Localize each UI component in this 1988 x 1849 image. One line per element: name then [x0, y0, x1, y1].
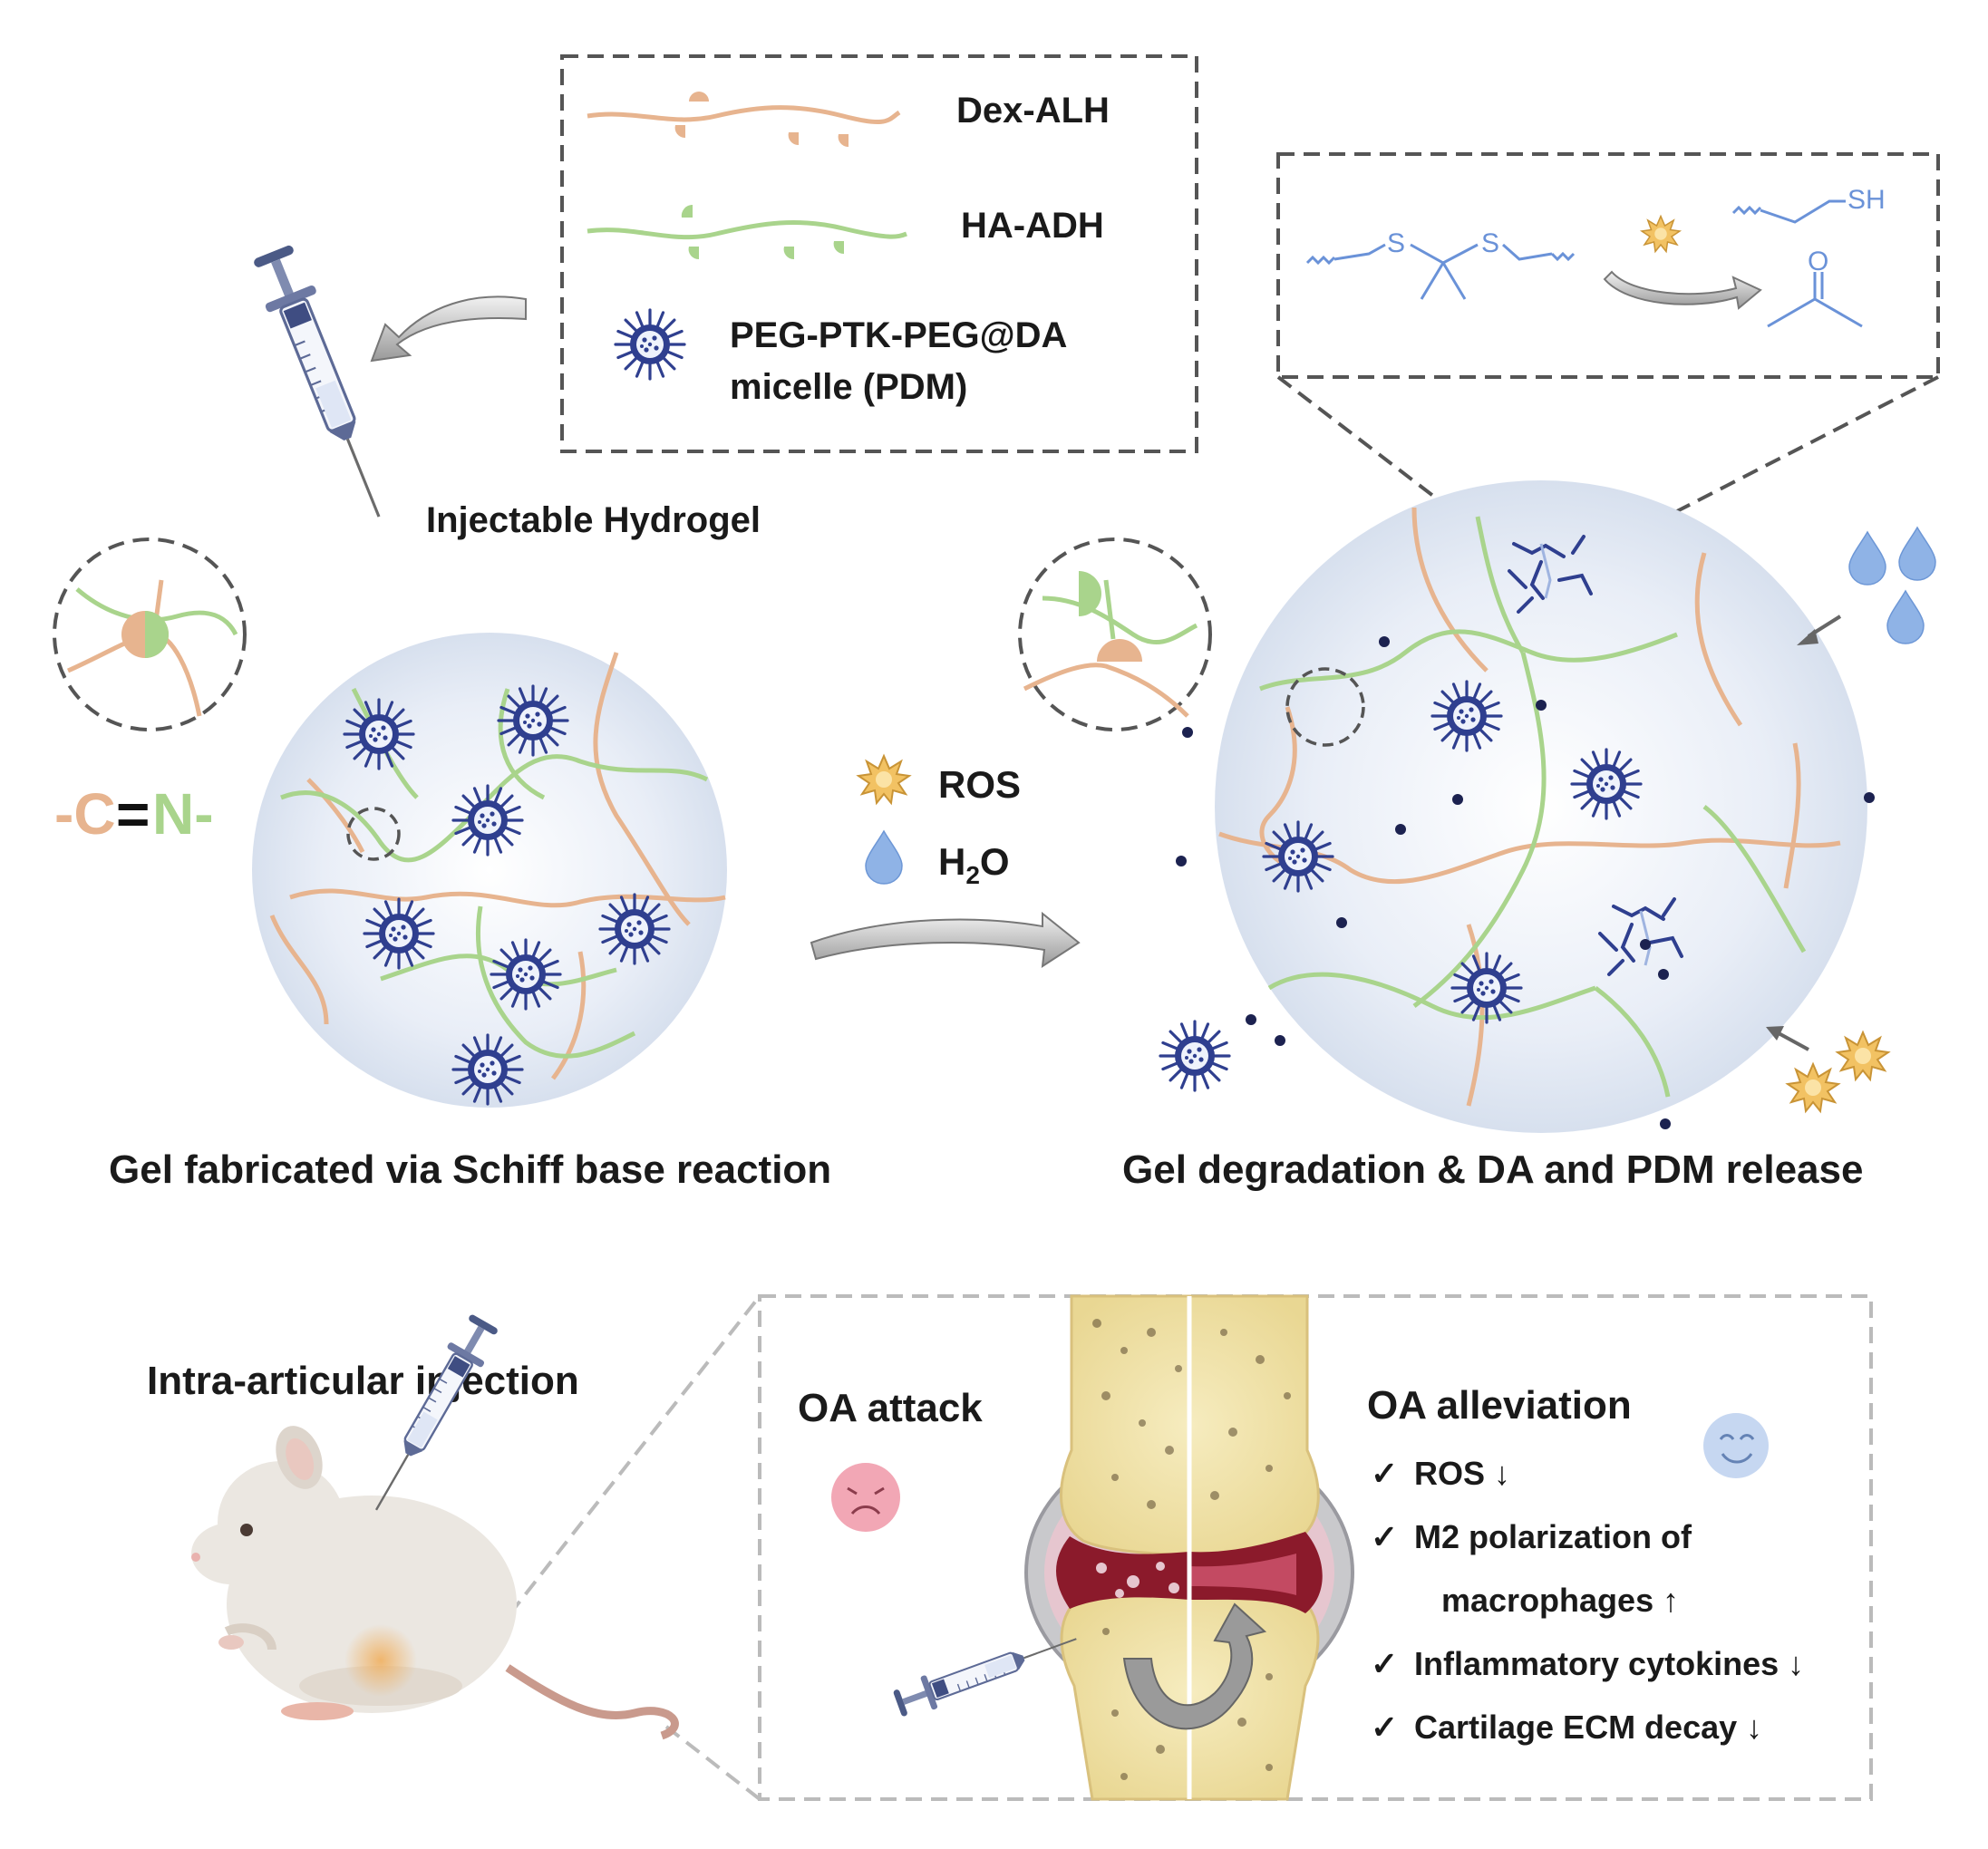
water-drop-icon — [1848, 531, 1886, 586]
outcome-check-1: ✓ — [1371, 1455, 1398, 1492]
happy-face-icon — [1703, 1413, 1769, 1478]
reaction-arrow-icon — [1603, 270, 1762, 310]
hydrogel-network-left — [252, 633, 727, 1108]
outcome-item-3: macrophages ↑ — [1441, 1582, 1679, 1619]
ros-burst-icon — [1837, 1031, 1889, 1080]
rat-illustration — [191, 1426, 679, 1740]
sad-face-icon — [831, 1463, 900, 1532]
imine-zoom-circle — [53, 537, 247, 731]
degraded-link-zoom-circle — [1018, 537, 1212, 731]
chemistry-box: S S SH O — [1276, 152, 1940, 379]
joint-zoom-box — [758, 1294, 1873, 1801]
intra-articular-label: Intra-articular injection — [147, 1359, 579, 1403]
h2o-label: H2O — [938, 840, 1010, 889]
oa-attack-label: OA attack — [798, 1386, 983, 1430]
water-drop-icon — [1886, 590, 1925, 644]
outcome-item-2: M2 polarization of — [1414, 1518, 1692, 1555]
legend-box: Dex-ALH HA-ADH PEG-PTK-PEG@DA micelle (P… — [560, 54, 1198, 453]
thiol-label: SH — [1847, 185, 1886, 215]
legend-pdm-line1: PEG-PTK-PEG@DA — [730, 315, 1067, 355]
released-drug-dots — [1176, 727, 1875, 1129]
ha-adh-strand-icon — [587, 204, 907, 260]
legend-pdm-line2: micelle (PDM) — [730, 367, 967, 407]
ros-burst-icon — [1787, 1063, 1839, 1112]
curved-arrow-icon — [370, 295, 527, 363]
outcome-check-5: ✓ — [1371, 1709, 1398, 1746]
released-micelle-icon — [1159, 1020, 1231, 1092]
sulfur-label-2: S — [1481, 228, 1499, 258]
gel-fabricated-caption: Gel fabricated via Schiff base reaction — [109, 1147, 831, 1192]
imine-double-bond-label: = — [116, 781, 150, 847]
water-drop-icon — [865, 830, 903, 885]
imine-n-label: N- — [152, 781, 214, 847]
oa-alleviation-label: OA alleviation — [1367, 1383, 1632, 1428]
arrow-ros-in-icon — [1766, 1026, 1809, 1051]
gel-degradation-caption: Gel degradation & DA and PDM release — [1122, 1147, 1863, 1192]
hydrogel-network-right — [1215, 480, 1867, 1133]
knee-joint-illustration — [1024, 1294, 1354, 1801]
legend-ha-adh-label: HA-ADH — [961, 206, 1104, 246]
sulfur-label-1: S — [1387, 228, 1405, 258]
injectable-hydrogel-label: Injectable Hydrogel — [426, 500, 761, 540]
process-arrow-icon — [810, 911, 1081, 968]
outcome-item-1: ROS ↓ — [1414, 1455, 1510, 1492]
oxygen-label: O — [1808, 247, 1828, 276]
outcome-check-4: ✓ — [1371, 1645, 1398, 1682]
micelle-icon — [614, 308, 686, 381]
outcome-item-5: Cartilage ECM decay ↓ — [1414, 1709, 1762, 1746]
outcome-item-4: Inflammatory cytokines ↓ — [1414, 1645, 1804, 1682]
outcome-check-2: ✓ — [1371, 1518, 1398, 1555]
legend-dex-alh-label: Dex-ALH — [956, 91, 1110, 131]
arrow-water-in-icon — [1797, 615, 1842, 645]
water-drop-icon — [1898, 527, 1936, 581]
ros-burst-icon — [858, 755, 910, 804]
ros-burst-icon — [1641, 215, 1681, 253]
dex-alh-strand-icon — [587, 92, 901, 148]
syringe-icon — [357, 1310, 504, 1522]
imine-c-label: -C — [54, 781, 116, 847]
syringe-icon — [246, 240, 405, 528]
outcome-list: ✓ ROS ↓ ✓ M2 polarization of macrophages… — [1371, 1455, 1804, 1746]
ros-label: ROS — [938, 763, 1021, 806]
